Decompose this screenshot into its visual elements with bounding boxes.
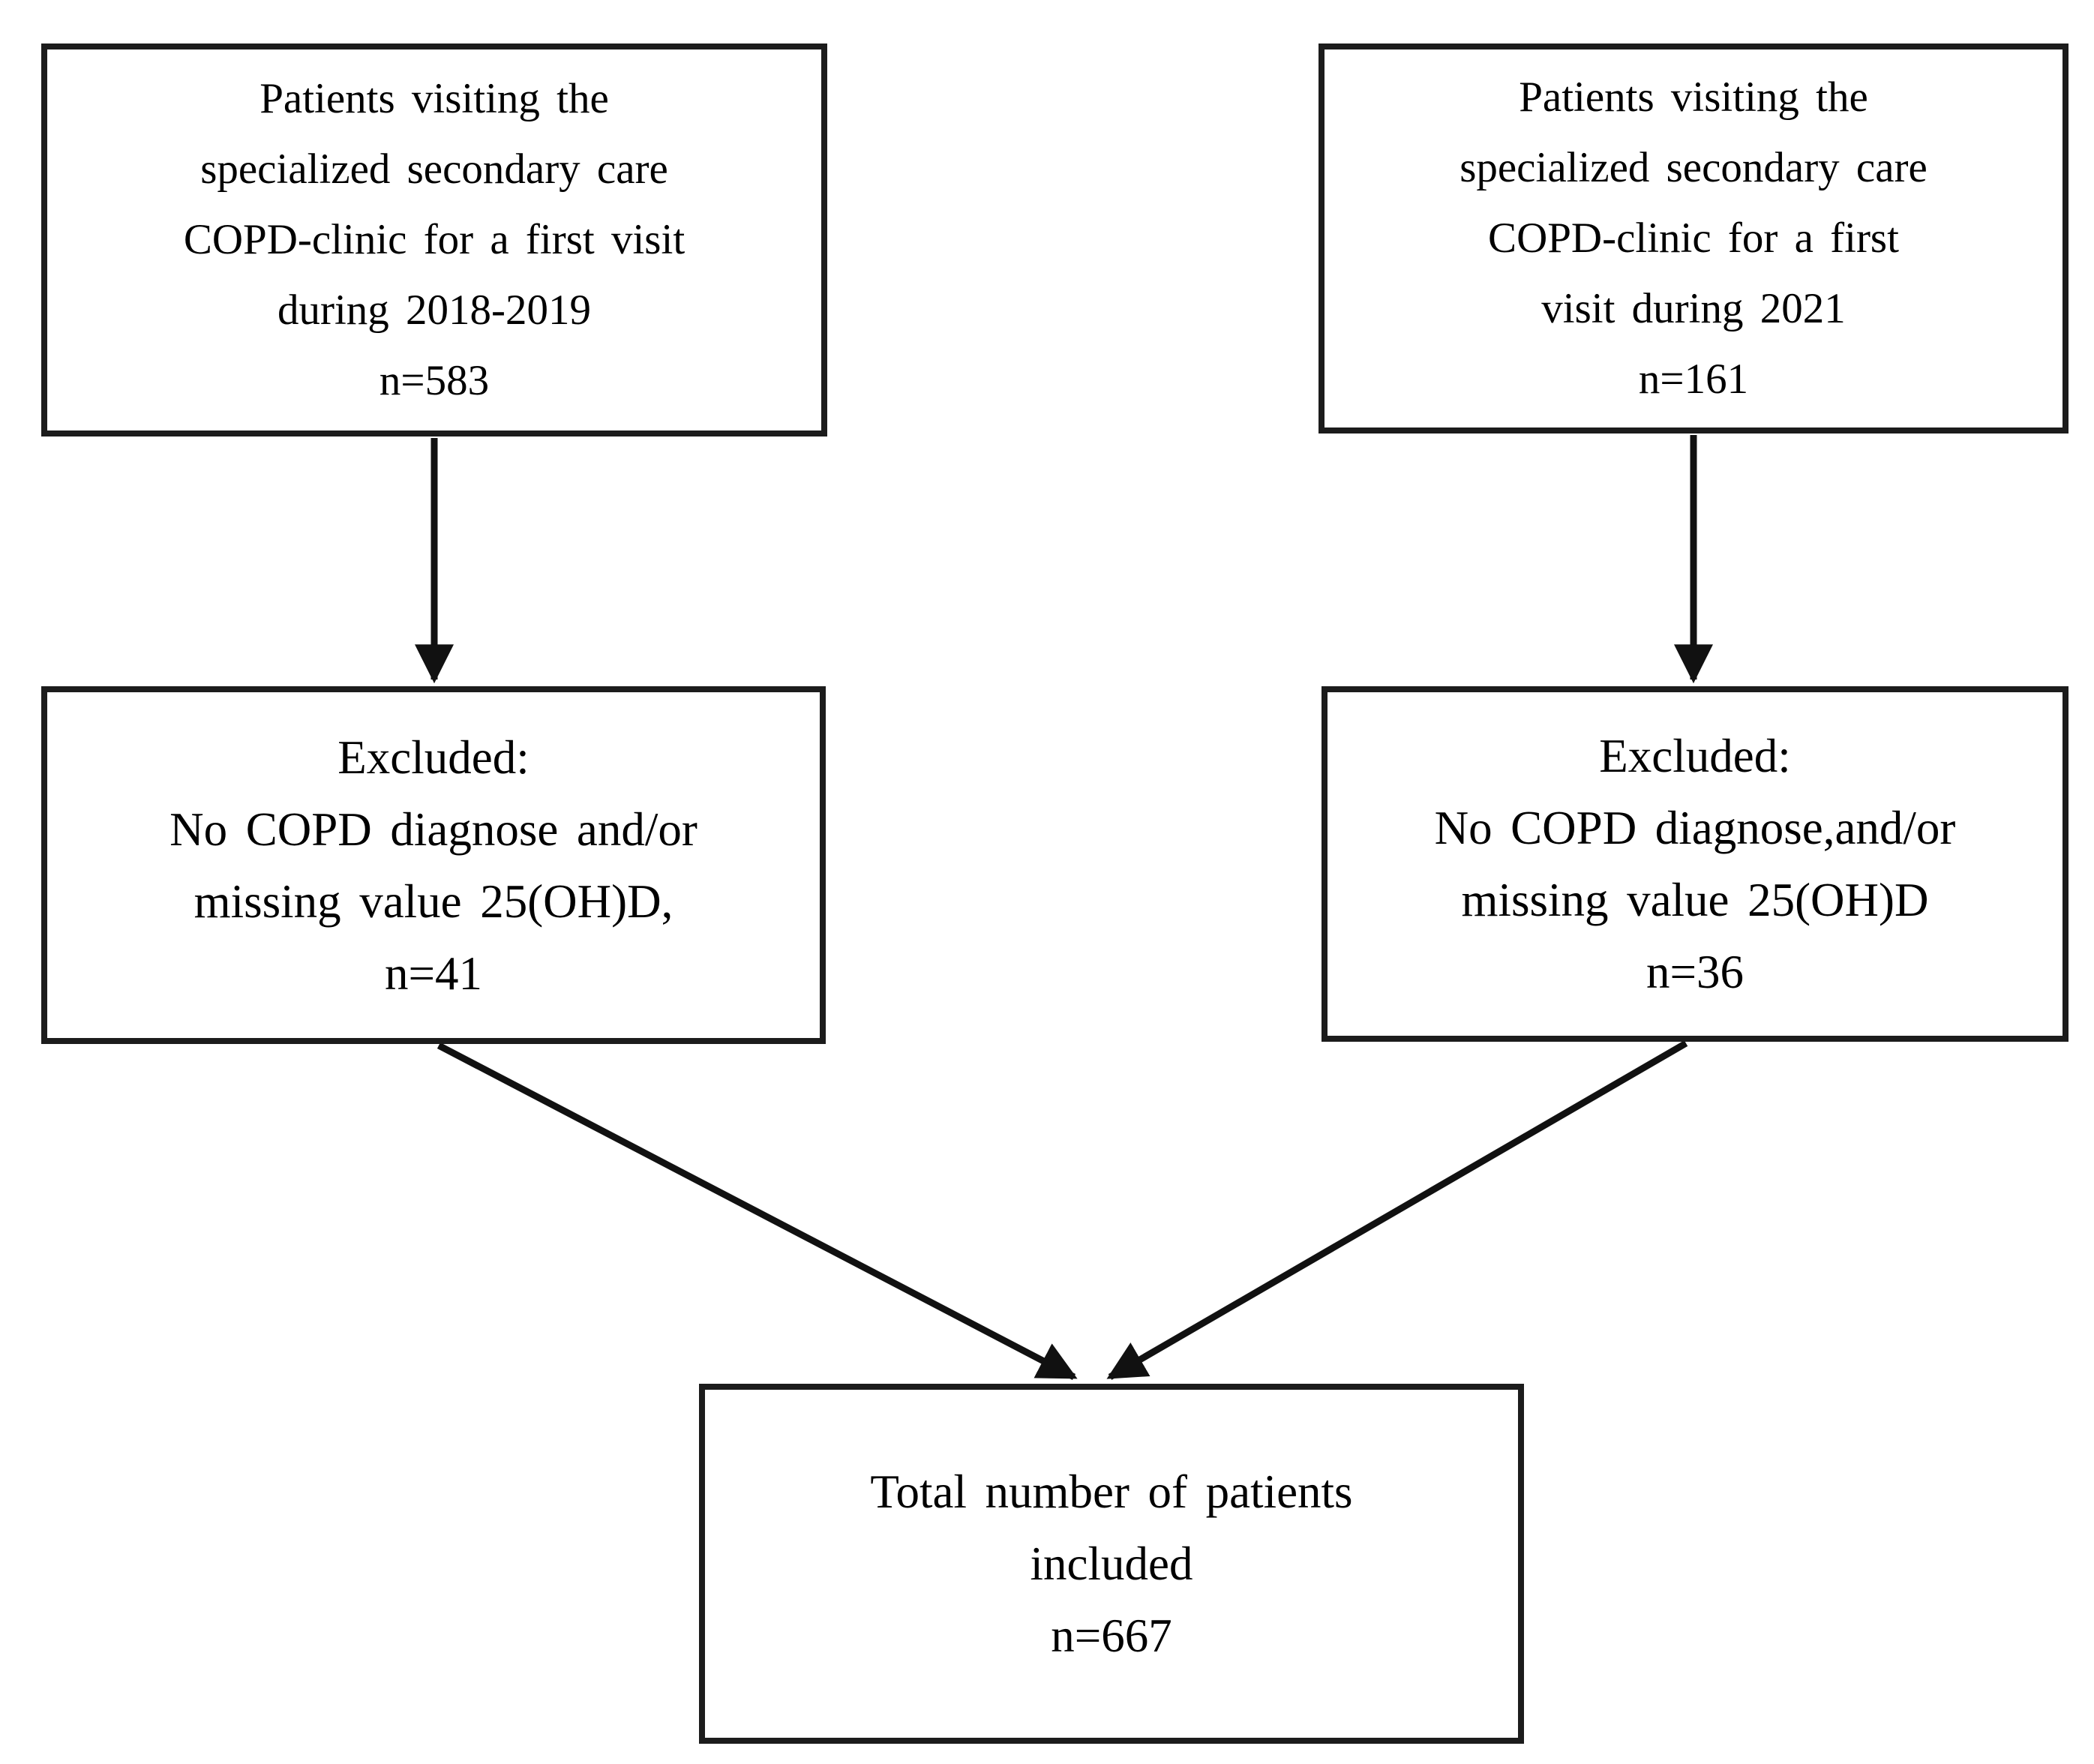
box-text-line: Excluded:: [1599, 730, 1791, 782]
box-text-line: Total number of patients: [870, 1466, 1353, 1518]
box-count-label: n=583: [379, 357, 490, 404]
box-text-line: No COPD diagnose,and/or: [1434, 802, 1956, 854]
box-count-label: n=41: [384, 946, 483, 1000]
box-count-label: n=36: [1646, 946, 1744, 998]
box-excluded-2018-2019: Excluded: No COPD diagnose and/or missin…: [41, 686, 826, 1044]
box-text-line: No COPD diagnose and/or: [170, 802, 698, 856]
box-text-line: included: [1030, 1538, 1193, 1590]
box-text-line: specialized secondary care: [200, 146, 668, 193]
box-text-line: visit during 2021: [1541, 285, 1846, 332]
box-text-line: specialized secondary care: [1460, 144, 1928, 191]
arrow-excluded2018-to-total: [436, 1042, 1078, 1380]
box-text-line: COPD-clinic for a first: [1488, 214, 1899, 262]
box-text-line: Patients visiting the: [260, 75, 609, 122]
box-text-line: Patients visiting the: [1519, 74, 1868, 121]
box-text-line: Excluded:: [338, 730, 530, 784]
arrow-excluded2021-to-total: [1106, 1040, 1688, 1380]
box-count-label: n=667: [1051, 1610, 1172, 1662]
box-text-line: during 2018-2019: [277, 286, 592, 334]
box-text-line: missing value 25(OH)D: [1461, 874, 1929, 926]
box-text-line: missing value 25(OH)D,: [194, 874, 674, 928]
box-excluded-2021: Excluded: No COPD diagnose,and/or missin…: [1322, 686, 2068, 1042]
box-cohort-2018-2019: Patients visiting the specialized second…: [41, 44, 827, 436]
box-total-included: Total number of patients included n=667: [699, 1384, 1524, 1744]
box-cohort-2021: Patients visiting the specialized second…: [1318, 44, 2068, 434]
box-count-label: n=161: [1638, 356, 1749, 403]
box-text-line: COPD-clinic for a first visit: [183, 216, 686, 263]
